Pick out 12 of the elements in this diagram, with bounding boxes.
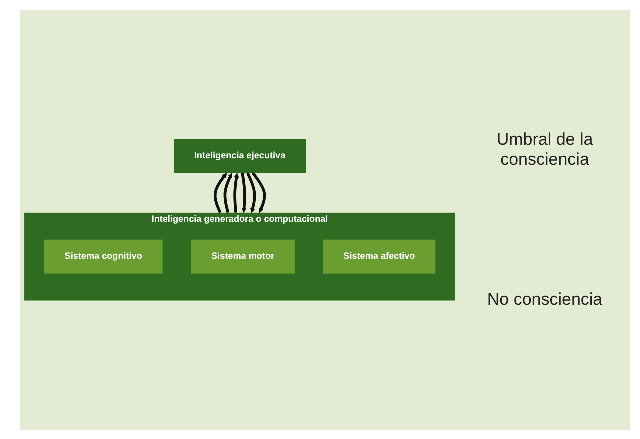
node-box: Sistema cognitivo — [44, 240, 163, 274]
arrow — [252, 172, 266, 214]
note-text: No consciencia — [486, 290, 604, 310]
arrow — [214, 173, 228, 214]
node-box: Sistema motor — [191, 240, 295, 274]
arrow — [234, 173, 240, 214]
arrow — [224, 173, 233, 214]
note-text: Umbral de la consciencia — [496, 130, 594, 170]
arrow — [246, 172, 256, 214]
node-box: Sistema afectivo — [323, 240, 436, 274]
node-box: Inteligencia ejecutiva — [174, 139, 306, 174]
arrow — [241, 173, 247, 214]
